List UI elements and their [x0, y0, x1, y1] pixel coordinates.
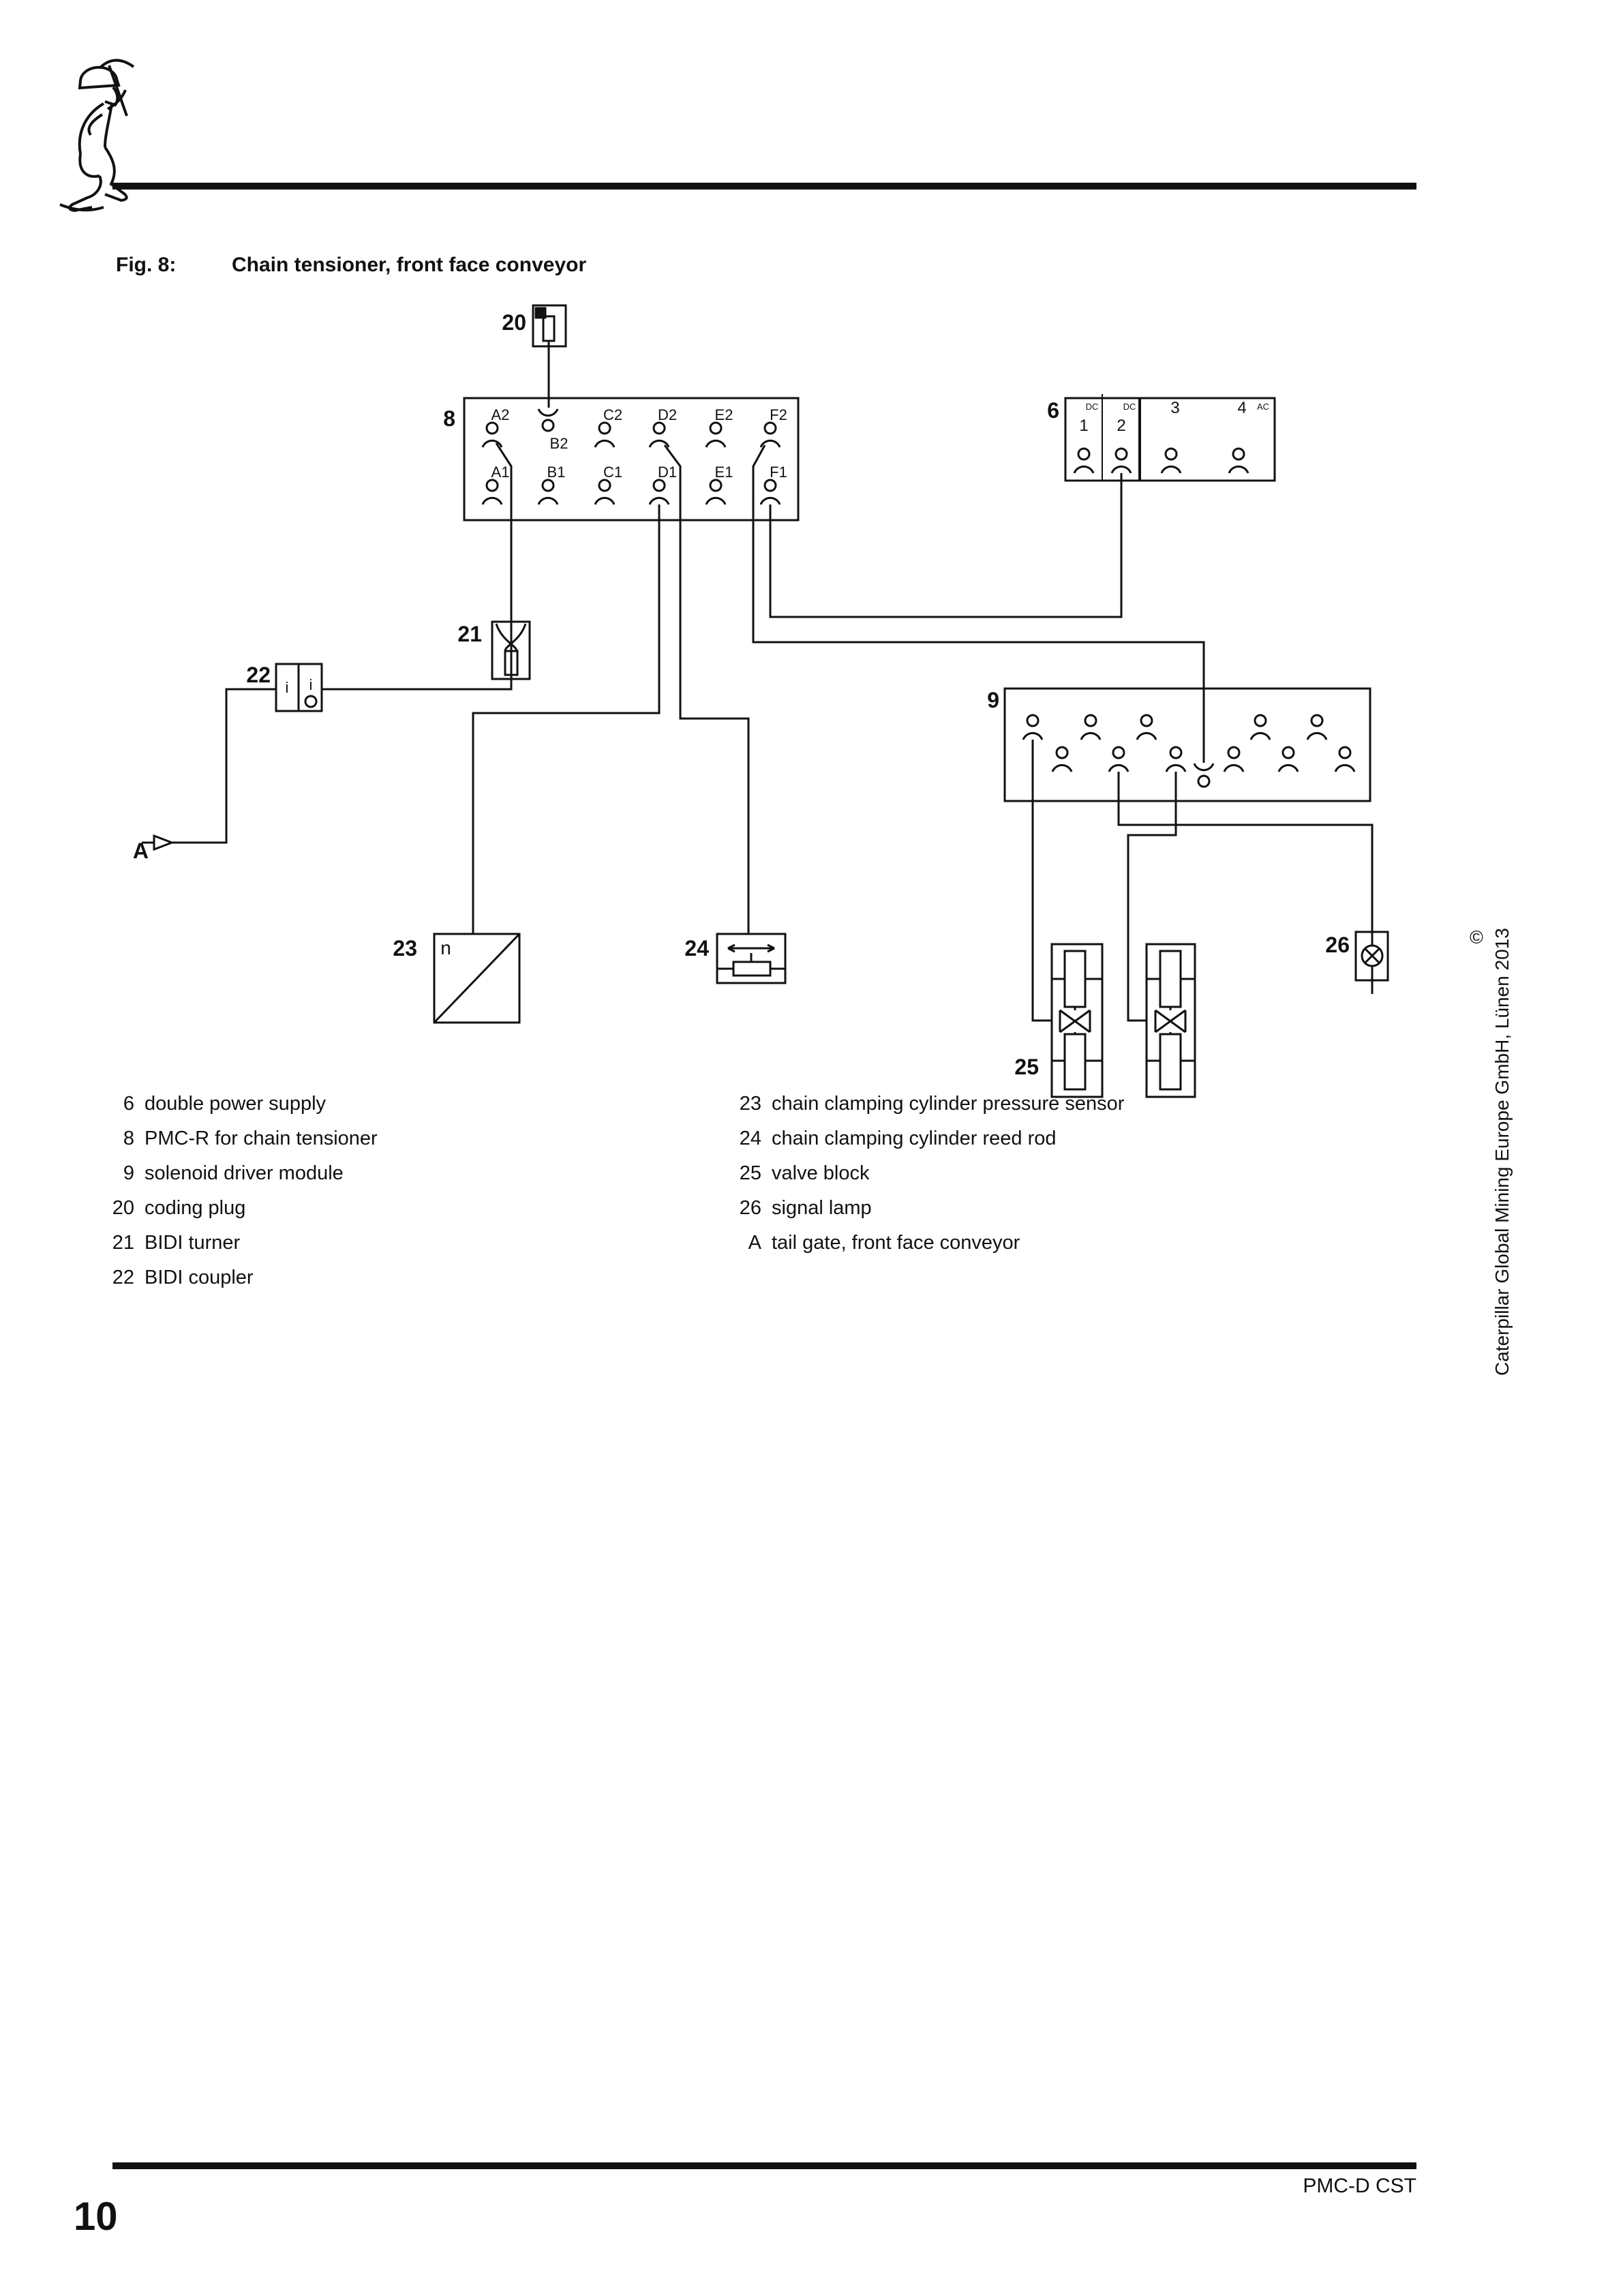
- legend-ref: 22: [112, 1267, 134, 1288]
- valve-block-symbol: [1050, 943, 1196, 1098]
- pin-label-e1: E1: [715, 464, 733, 481]
- page-number: 10: [74, 2194, 118, 2239]
- pin-label-a2: A2: [491, 406, 510, 423]
- power-cell-1: 1: [1079, 417, 1088, 435]
- legend-label: chain clamping cylinder reed rod: [772, 1128, 1057, 1149]
- legend-label: tail gate, front face conveyor: [772, 1232, 1020, 1254]
- legend-ref: 23: [739, 1093, 761, 1115]
- signal-lamp-symbol: [1354, 931, 1389, 994]
- coupler-i-left: i: [286, 679, 289, 696]
- header-rule: [112, 183, 1416, 190]
- coding-plug-symbol: [532, 304, 567, 408]
- power-cell-3: 3: [1170, 399, 1179, 417]
- legend-ref: 9: [123, 1162, 134, 1184]
- legend-label: BIDI coupler: [145, 1267, 254, 1288]
- reed-rod-symbol: [716, 933, 787, 984]
- pin-label-f1: F1: [770, 464, 787, 481]
- ref-bidi-turner: 21: [457, 622, 482, 646]
- wire-a-channel: [172, 442, 513, 844]
- pin-label-b1: B1: [547, 464, 566, 481]
- wire-driver-to-valve-left: [1031, 740, 1052, 1022]
- ref-valve-block: 25: [1014, 1055, 1039, 1079]
- legend-ref: 25: [739, 1162, 761, 1184]
- figure-label: Fig. 8:: [116, 254, 177, 276]
- power-cell-2: 2: [1117, 417, 1125, 435]
- coupler-i-right: i: [309, 676, 313, 693]
- pressure-sensor-symbol: [433, 933, 521, 1024]
- ref-pmcr: 8: [443, 406, 455, 431]
- wire-driver-to-lamp: [1117, 772, 1374, 932]
- tail-gate-arrow: [142, 834, 175, 851]
- legend-label: double power supply: [145, 1093, 327, 1115]
- legend-label: solenoid driver module: [145, 1162, 344, 1184]
- footer-rule: [112, 2162, 1416, 2169]
- wire-driver-to-valve-right: [1127, 772, 1177, 1022]
- figure-title: Chain tensioner, front face conveyor: [232, 254, 587, 276]
- ref-coding-plug: 20: [502, 310, 526, 335]
- legend-ref: 20: [112, 1197, 134, 1219]
- ref-solenoid-driver: 9: [987, 688, 999, 712]
- legend-label: valve block: [772, 1162, 870, 1184]
- pin-label-a1: A1: [491, 464, 510, 481]
- power-label-dc2: DC: [1123, 402, 1136, 412]
- pin-label-d2: D2: [658, 406, 677, 423]
- legend-label: PMC-R for chain tensioner: [145, 1128, 378, 1149]
- legend-ref: A: [748, 1232, 761, 1254]
- legend-ref: 21: [112, 1232, 134, 1254]
- ref-bidi-coupler: 22: [246, 663, 271, 687]
- pin-label-d1: D1: [658, 464, 677, 481]
- pin-label-c1: C1: [603, 464, 622, 481]
- sensor-n-symbol: n: [440, 937, 451, 958]
- legend-label: BIDI turner: [145, 1232, 241, 1254]
- doc-code: PMC-D CST: [1303, 2175, 1416, 2197]
- legend-label: coding plug: [145, 1197, 246, 1219]
- ref-pressure-sensor: 23: [393, 936, 417, 961]
- ref-reed-rod: 24: [684, 936, 709, 961]
- pin-label-c2: C2: [603, 406, 622, 423]
- wire-d2-to-reed: [663, 444, 750, 934]
- ref-power-supply: 6: [1047, 398, 1059, 423]
- ref-tail-gate: A: [133, 839, 149, 863]
- wire-f2-to-driver: [752, 444, 1205, 763]
- solenoid-driver-box: [1003, 687, 1371, 802]
- power-label-dc1: DC: [1086, 402, 1099, 412]
- bidi-coupler-symbol: [275, 663, 323, 712]
- power-supply-box: [1064, 394, 1276, 482]
- legend-ref: 8: [123, 1128, 134, 1149]
- pin-label-f2: F2: [770, 406, 787, 423]
- legend-ref: 26: [739, 1197, 761, 1219]
- power-cell-4: 4: [1237, 399, 1246, 417]
- power-label-ac: AC: [1257, 402, 1269, 412]
- pin-label-e2: E2: [715, 406, 733, 423]
- copyright-symbol: ©: [1470, 927, 1483, 948]
- pmcr-box: [463, 397, 800, 522]
- legend-label: signal lamp: [772, 1197, 872, 1219]
- wire-f1-to-power: [769, 473, 1123, 618]
- pin-label-b2: B2: [550, 435, 568, 452]
- legend-label: chain clamping cylinder pressure sensor: [772, 1093, 1125, 1115]
- miner-logo-icon: [59, 59, 135, 213]
- ref-signal-lamp: 26: [1325, 933, 1350, 957]
- wire-d1-to-sensor: [472, 504, 661, 934]
- legend-ref: 24: [739, 1128, 761, 1149]
- legend-ref: 6: [123, 1093, 134, 1115]
